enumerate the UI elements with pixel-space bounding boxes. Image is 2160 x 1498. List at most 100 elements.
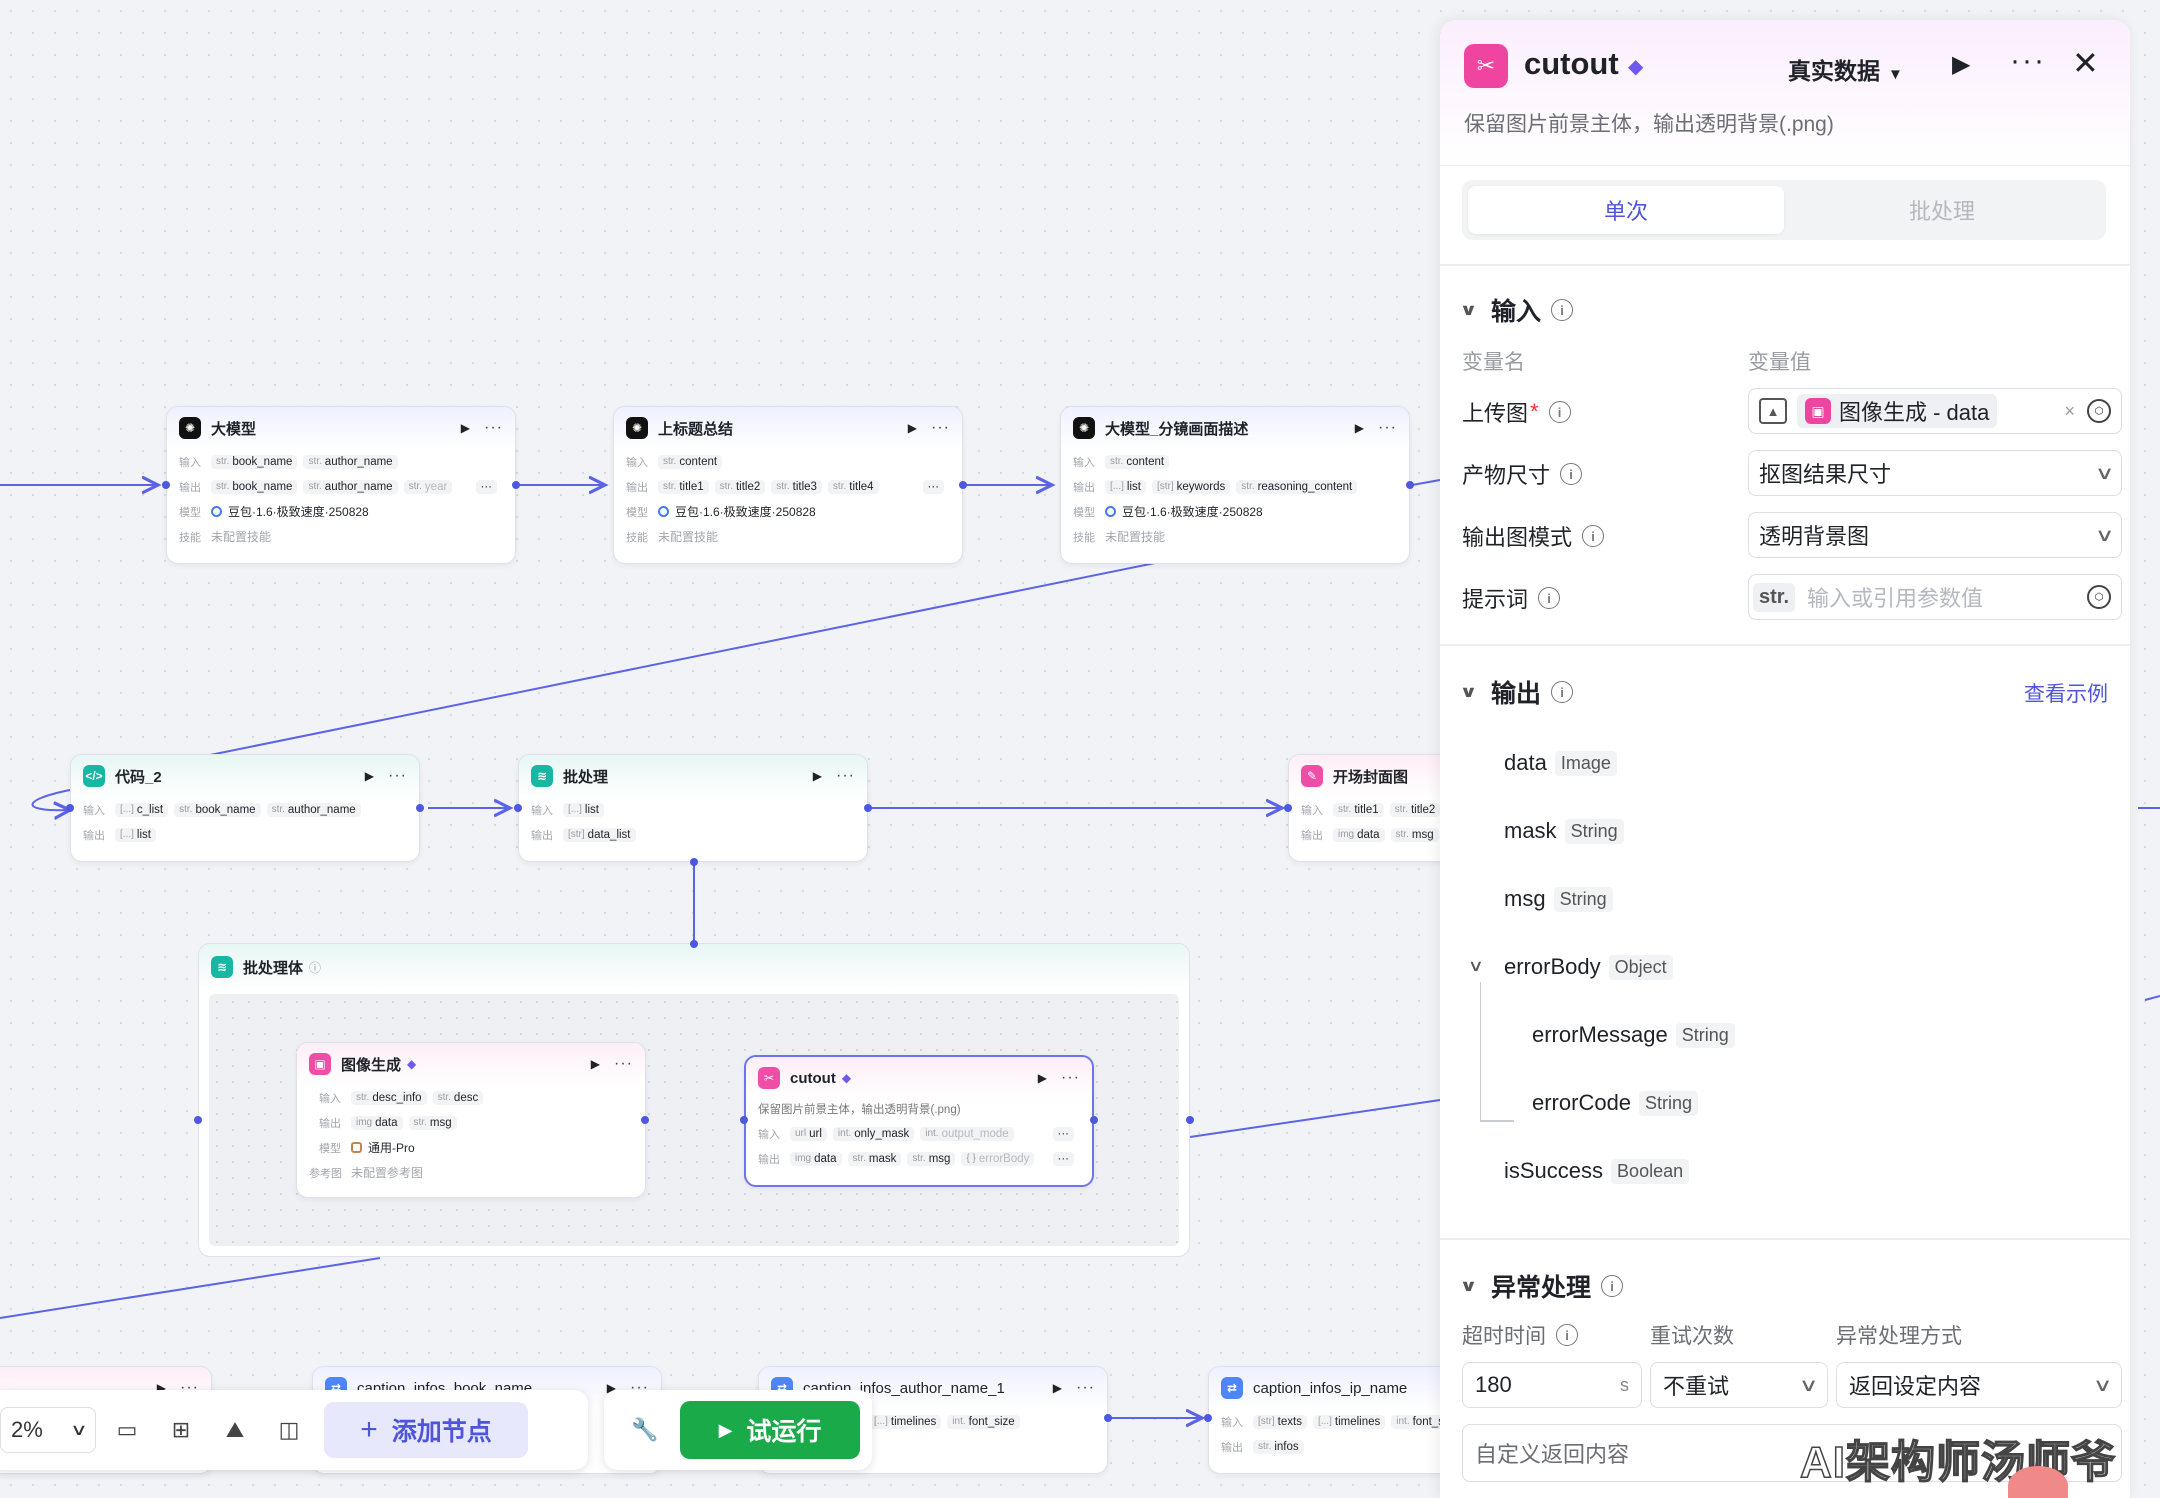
output-port[interactable] — [1090, 1116, 1098, 1124]
preview-icon[interactable]: ◫ — [278, 1417, 300, 1442]
clear-icon[interactable]: × — [2064, 400, 2075, 421]
output-section-header[interactable]: ∨ 输出 i — [1459, 674, 1574, 710]
reference-variable-icon[interactable]: ⬡ — [2087, 585, 2111, 609]
output-mode-select[interactable]: 透明背景图 ∨ — [1748, 512, 2122, 558]
node-image-gen[interactable]: ▣ 图像生成 ◆ ▶ ··· 输入 str.desc_info str.desc… — [296, 1042, 646, 1198]
wrench-icon[interactable]: 🔧 — [631, 1417, 659, 1442]
run-node-icon[interactable]: ▶ — [460, 421, 471, 435]
output-port[interactable] — [641, 1116, 649, 1124]
layout-icon[interactable]: ⊞ — [171, 1417, 191, 1442]
info-icon[interactable]: ⓘ — [309, 960, 322, 975]
node-cutout[interactable]: ✂ cutout ◆ ▶ ··· 保留图片前景主体，输出透明背景(.png) 输… — [744, 1055, 1094, 1187]
exception-mode-select[interactable]: 返回设定内容 ∨ — [1836, 1362, 2122, 1408]
more-icon[interactable]: ··· — [388, 767, 407, 784]
body-port[interactable] — [690, 858, 698, 866]
more-icon[interactable]: ··· — [836, 767, 855, 784]
output-size-select[interactable]: 抠图结果尺寸 ∨ — [1748, 450, 2122, 496]
retry-select[interactable]: 不重试 ∨ — [1650, 1362, 1828, 1408]
image-icon[interactable]: ⛰ — [225, 1417, 245, 1442]
node-llm[interactable]: ✺ 大模型 ▶ ··· 输入 str.book_name str.author_… — [166, 406, 516, 564]
comment-icon[interactable]: ▭ — [116, 1417, 138, 1442]
reference-variable-icon[interactable]: ⬡ — [2087, 399, 2111, 423]
output-port[interactable] — [864, 804, 872, 812]
more-params-icon[interactable]: ··· — [922, 479, 944, 494]
timeout-input[interactable]: 180 s — [1462, 1362, 1642, 1408]
run-node-icon[interactable]: ▶ — [606, 1381, 617, 1395]
input-port[interactable] — [1204, 1414, 1212, 1422]
input-port[interactable] — [162, 481, 170, 489]
output-port[interactable] — [1104, 1414, 1112, 1422]
tab-batch[interactable]: 批处理 — [1908, 199, 1975, 224]
info-icon[interactable]: i — [1551, 681, 1574, 703]
more-icon[interactable]: ··· — [931, 419, 950, 436]
input-port[interactable] — [66, 804, 74, 812]
col-variable-name: 变量名 — [1462, 351, 1525, 374]
info-icon[interactable]: i — [1601, 1275, 1624, 1297]
close-icon[interactable]: ✕ — [2072, 45, 2099, 81]
run-node-icon[interactable]: ▶ — [156, 1381, 167, 1395]
input-port[interactable] — [514, 804, 522, 812]
more-icon[interactable]: ··· — [1076, 1379, 1095, 1396]
premium-icon: ◆ — [841, 1071, 852, 1085]
info-icon[interactable]: i — [1548, 401, 1571, 423]
node-subtitle-summary[interactable]: ✺ 上标题总结 ▶ ··· 输入 str.content 输出 str.titl… — [613, 406, 963, 564]
run-node-icon[interactable]: ▶ — [1052, 1381, 1063, 1395]
param-tag: [...]timelines — [869, 1414, 942, 1429]
output-port[interactable] — [959, 481, 967, 489]
body-output-port[interactable] — [1186, 1116, 1194, 1124]
info-icon[interactable]: i — [1560, 463, 1583, 485]
info-icon[interactable]: i — [1551, 299, 1574, 321]
input-section-header[interactable]: ∨ 输入 i — [1459, 292, 1574, 328]
add-node-button[interactable]: + 添加节点 — [324, 1402, 528, 1458]
param-tag: str.infos — [1253, 1439, 1304, 1454]
more-icon[interactable]: ··· — [2010, 44, 2046, 77]
body-top-port[interactable] — [690, 940, 698, 948]
upload-image-field[interactable]: ▲ ▣ 图像生成 - data × ⬡ — [1748, 388, 2122, 434]
chevron-down-icon[interactable]: ∨ — [1467, 958, 1485, 975]
exception-section-header[interactable]: ∨ 异常处理 i — [1459, 1268, 1624, 1304]
run-node-icon[interactable]: ▶ — [364, 769, 375, 783]
run-node-icon[interactable]: ▶ — [812, 769, 823, 783]
info-icon[interactable]: i — [1538, 587, 1561, 609]
data-source-select[interactable]: 真实数据▼ — [1788, 58, 1903, 84]
more-icon[interactable]: ··· — [614, 1055, 633, 1072]
view-example-link[interactable]: 查看示例 — [2024, 683, 2108, 706]
node-code2[interactable]: </> 代码_2 ▶ ··· 输入 [...]c_list str.book_n… — [70, 754, 420, 862]
run-node-icon[interactable]: ▶ — [907, 421, 918, 435]
input-port[interactable] — [1284, 804, 1292, 812]
run-node-icon[interactable]: ▶ — [590, 1057, 601, 1071]
more-params-icon[interactable]: ··· — [1052, 1151, 1074, 1166]
more-params-icon[interactable]: ··· — [1052, 1126, 1074, 1141]
input-port[interactable] — [740, 1116, 748, 1124]
node-skill-row: 技能 未配置技能 — [626, 530, 719, 544]
node-storyboard[interactable]: ✺ 大模型_分镜画面描述 ▶ ··· 输入 str.content 输出 [..… — [1060, 406, 1410, 564]
info-icon[interactable]: i — [1582, 525, 1605, 547]
node-batch[interactable]: ≋ 批处理 ▶ ··· 输入 [...]list 输出 [str]data_li… — [518, 754, 868, 862]
prompt-input[interactable]: str. 输入或引用参数值 ⬡ — [1748, 574, 2122, 620]
custom-return-field[interactable]: 自定义返回内容 — [1462, 1424, 2122, 1482]
llm-icon: ✺ — [626, 417, 648, 439]
param-tag: str.content — [658, 454, 723, 469]
more-icon[interactable]: ··· — [1378, 419, 1397, 436]
run-node-icon[interactable]: ▶ — [1354, 421, 1365, 435]
run-node-icon[interactable]: ▶ — [1037, 1071, 1048, 1085]
more-icon[interactable]: ··· — [484, 419, 503, 436]
tab-single[interactable]: 单次 — [1468, 186, 1784, 234]
output-port[interactable] — [512, 481, 520, 489]
output-port[interactable] — [416, 804, 424, 812]
test-run-button[interactable]: ▶ 试运行 — [680, 1401, 860, 1459]
body-input-port[interactable] — [194, 1116, 202, 1124]
model-icon — [658, 506, 669, 517]
reference-tag[interactable]: ▣ 图像生成 - data — [1797, 394, 1998, 428]
zoom-select[interactable]: 2% ∨ — [0, 1407, 96, 1453]
more-icon[interactable]: ··· — [1061, 1069, 1080, 1086]
output-port[interactable] — [1406, 481, 1414, 489]
run-node-button[interactable]: ▶ — [1952, 51, 1971, 78]
more-params-icon[interactable]: ··· — [475, 479, 497, 494]
info-icon[interactable]: i — [1556, 1324, 1578, 1346]
param-tag: [...]list — [563, 802, 604, 817]
param-tag: [...]timelines — [1312, 1414, 1386, 1429]
